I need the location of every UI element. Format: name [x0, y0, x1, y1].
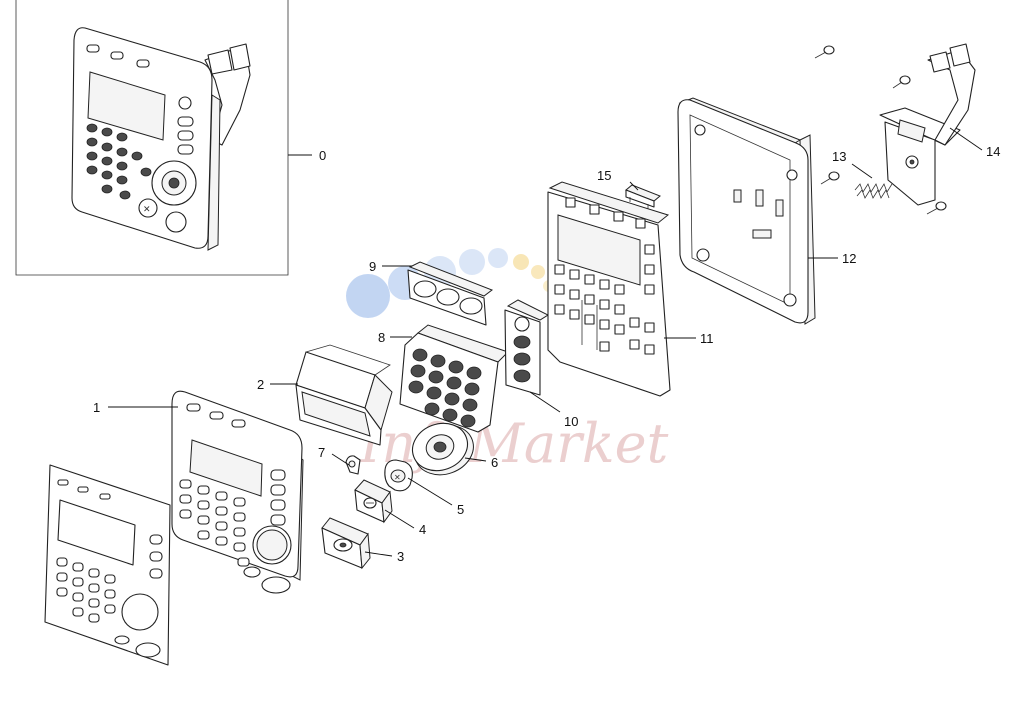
- part-9-button-strip[interactable]: [407, 261, 494, 326]
- assembly-0-frame: [15, 0, 289, 276]
- callout-7: 7: [318, 445, 325, 460]
- part-1-bezel[interactable]: [171, 390, 304, 594]
- assembly-0-panel[interactable]: ✕: [71, 27, 251, 251]
- part-2-lcd[interactable]: [295, 344, 393, 446]
- part-13-spring[interactable]: [854, 183, 893, 199]
- screw-right[interactable]: [926, 201, 947, 215]
- screw-left[interactable]: [820, 171, 840, 185]
- watermark-dot: [488, 248, 508, 268]
- callout-12: 12: [842, 251, 856, 266]
- callout-5: 5: [457, 502, 464, 517]
- callout-3: 3: [397, 549, 404, 564]
- part-12-rear-housing[interactable]: [677, 97, 816, 325]
- part-11-pcb[interactable]: [547, 181, 671, 397]
- watermark-dot: [346, 274, 390, 318]
- overlay-label-sheet[interactable]: [44, 464, 171, 666]
- callout-8: 8: [378, 330, 385, 345]
- watermark-dot: [459, 249, 485, 275]
- callout-1: 1: [93, 400, 100, 415]
- part-10-side-strip[interactable]: [504, 299, 550, 396]
- callout-14: 14: [986, 144, 1000, 159]
- assembly-0-key-mark: ✕: [143, 205, 151, 215]
- watermark-text: InfoMarket: [359, 412, 669, 475]
- part-14-stand[interactable]: [879, 43, 976, 206]
- callout-0: 0: [319, 148, 326, 163]
- callout-9: 9: [369, 259, 376, 274]
- callout-15: 15: [597, 168, 611, 183]
- part-5-switch-mark: ✕: [394, 473, 401, 482]
- watermark-dot: [531, 265, 545, 279]
- callout-11: 11: [700, 331, 714, 346]
- callout-2: 2: [257, 377, 264, 392]
- watermark-dot: [513, 254, 529, 270]
- screw-bracket[interactable]: [892, 75, 911, 89]
- callout-labels: 0 1 2 3 4 5 6 7 8 9 10 11 12 13 14 15: [93, 144, 1000, 564]
- part-7-clip[interactable]: [345, 455, 361, 475]
- callout-4: 4: [419, 522, 426, 537]
- callout-10: 10: [564, 414, 578, 429]
- part-3-knob-base[interactable]: [321, 517, 371, 570]
- part-6-dial[interactable]: [406, 416, 481, 483]
- callout-13: 13: [832, 149, 846, 164]
- callout-6: 6: [491, 455, 498, 470]
- part-15-connector[interactable]: [625, 184, 661, 209]
- part-4-encoder[interactable]: [354, 479, 393, 524]
- callout-leaders: [108, 127, 983, 557]
- part-5-switch[interactable]: ✕: [384, 459, 413, 492]
- screw-top[interactable]: [814, 45, 835, 59]
